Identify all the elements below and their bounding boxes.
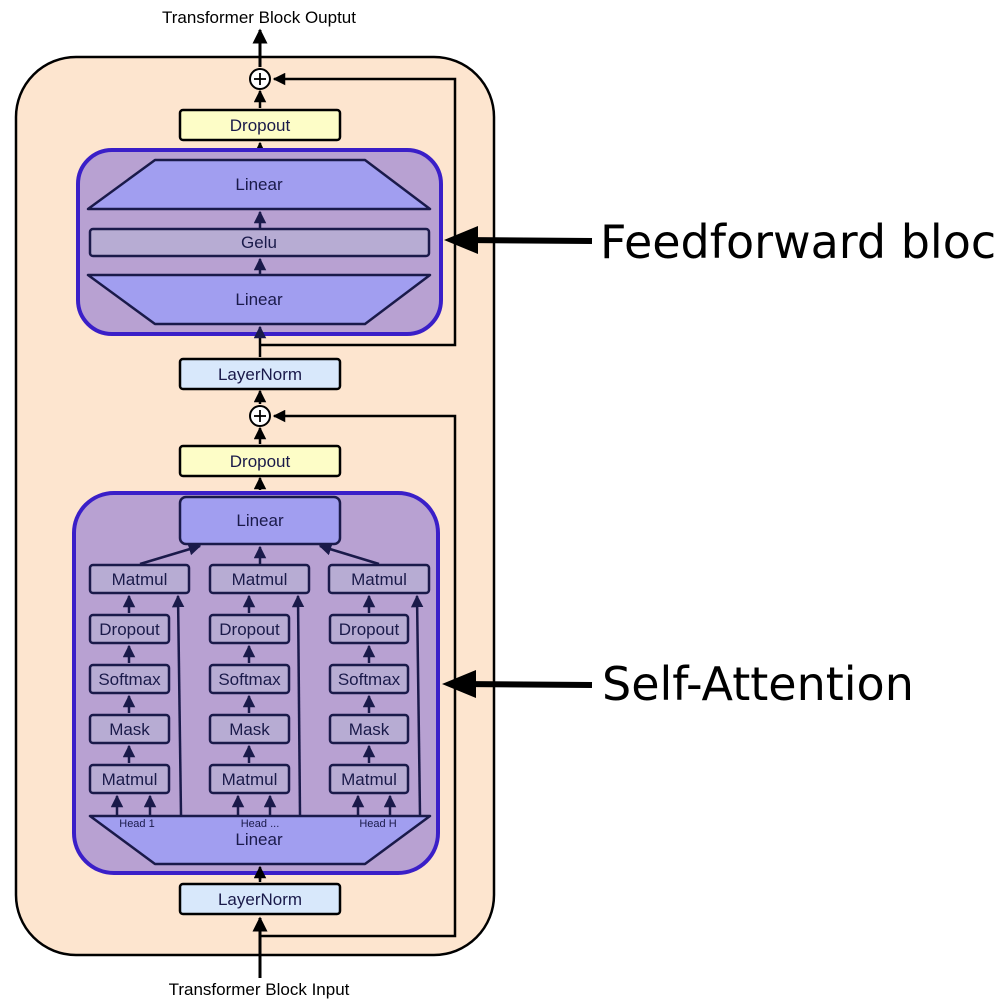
head-3-mask (328, 713, 410, 745)
head-1-matmul-bottom (88, 763, 171, 795)
feedforward-annotation-label: Feedforward block (600, 215, 996, 269)
head-1-softmax (88, 663, 171, 695)
feedforward-dropout: Dropout (178, 108, 342, 142)
head-1-matmul-top (88, 563, 191, 595)
head-1-mask-label: Mask (109, 720, 150, 739)
feedforward-linear-top-label: Linear (235, 175, 283, 194)
attention-annotation-label: Self-Attention (602, 657, 914, 711)
head-2-mask-label: Mask (229, 720, 270, 739)
head-2-matmul-top-label: Matmul (232, 570, 288, 589)
head-2-softmax-label: Softmax (218, 670, 281, 689)
head-2-matmul-bottom-label: Matmul (222, 770, 278, 789)
head-3-matmul-bottom (328, 763, 410, 795)
attention-linear-in-label: Linear (235, 830, 283, 849)
head-3-mask-label: Mask (349, 720, 390, 739)
add-node-middle (249, 405, 271, 427)
head-2-name: Head ... (241, 818, 280, 830)
head-1-mask (88, 713, 171, 745)
head-2-matmul-top (208, 563, 311, 595)
attention-linear-in: Linear Head 1 Head ... Head H (88, 814, 432, 866)
head-1-name: Head 1 (119, 818, 154, 830)
residual-connection-attention (260, 409, 457, 938)
head-2-mask (208, 713, 291, 745)
feedforward-linear-bottom: Linear (86, 273, 432, 326)
attention-layernorm: LayerNorm (178, 882, 342, 916)
head-2-dropout-label: Dropout (219, 620, 280, 639)
head-1-dropout-label: Dropout (99, 620, 160, 639)
attention-head-2: Matmul Dropout Softmax Mask Matmul (208, 545, 311, 816)
feedforward-linear-bottom-label: Linear (235, 290, 283, 309)
add-node-top (249, 68, 271, 90)
head-3-softmax-label: Softmax (338, 670, 401, 689)
head-3-softmax (328, 663, 410, 695)
head-2-dropout (208, 613, 291, 645)
head-3-name: Head H (359, 818, 396, 830)
head-3-matmul-top (327, 563, 431, 595)
feedforward-gelu-label: Gelu (241, 233, 277, 252)
attention-linear-out: Linear (178, 495, 342, 546)
head-2-softmax (208, 663, 291, 695)
attention-layernorm-label: LayerNorm (218, 890, 302, 909)
head-1-dropout (88, 613, 171, 645)
feedforward-layernorm-label: LayerNorm (218, 365, 302, 384)
head-2-matmul-bottom (208, 763, 291, 795)
head-3-matmul-bottom-label: Matmul (341, 770, 397, 789)
head-1-softmax-label: Softmax (98, 670, 161, 689)
input-label: Transformer Block Input (169, 980, 350, 999)
attention-dropout-label: Dropout (230, 452, 291, 471)
head-3-dropout (328, 613, 410, 645)
head-1-matmul-top-label: Matmul (112, 570, 168, 589)
feedforward-layernorm: LayerNorm (178, 357, 342, 391)
head-3-matmul-top-label: Matmul (351, 570, 407, 589)
feedforward-linear-top: Linear (86, 158, 432, 211)
attention-annotation: Self-Attention (442, 657, 914, 711)
residual-connection-feedforward (260, 72, 457, 347)
attention-head-3: Matmul Dropout Softmax Mask Matmul (318, 543, 431, 816)
attention-dropout: Dropout (178, 444, 342, 478)
attention-head-1: Matmul Dropout Softmax Mask Matmul (88, 543, 202, 816)
head-3-dropout-label: Dropout (339, 620, 400, 639)
feedforward-annotation: Feedforward block (444, 215, 996, 269)
feedforward-gelu: Gelu (88, 227, 431, 258)
output-label: Transformer Block Ouptut (162, 8, 356, 27)
attention-linear-out-label: Linear (236, 511, 284, 530)
head-1-matmul-bottom-label: Matmul (102, 770, 158, 789)
feedforward-dropout-label: Dropout (230, 116, 291, 135)
